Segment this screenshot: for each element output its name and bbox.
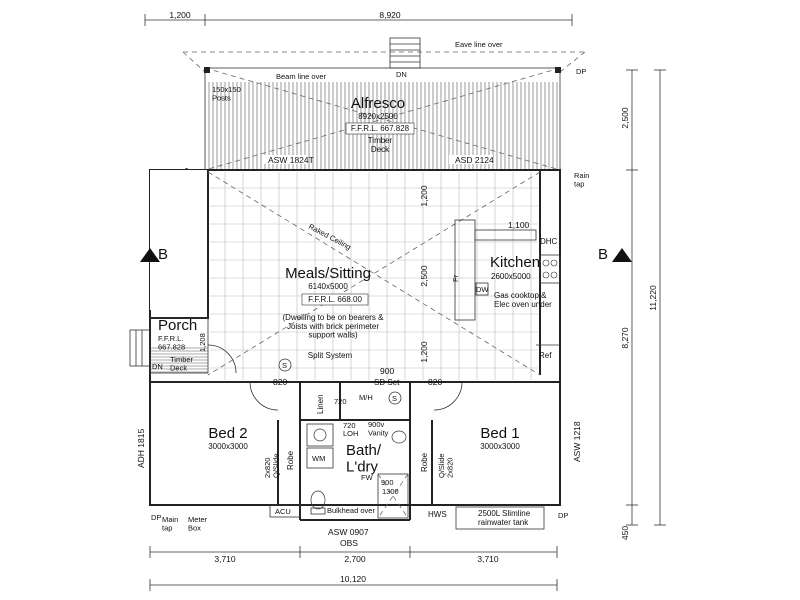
bedroom-1: Bed 1 3000x3000 Robe Q/Slide2x820 820 AS… — [420, 377, 582, 530]
alfresco-deck: Eave line over Beam line over DN DP DP R… — [182, 37, 589, 188]
raked-ceiling-label: Raked Ceiling — [307, 222, 352, 252]
dim-bath-720: 720 — [343, 421, 356, 430]
window-asw-0907: ASW 0907 — [328, 527, 369, 537]
window-asw-1218: ASW 1218 — [572, 421, 582, 462]
dim-bath-900: 900 — [381, 478, 394, 487]
section-arrow-left-icon — [140, 248, 160, 262]
porch-down-label: DN — [152, 362, 163, 371]
dim-bottom-total: 10,120 — [340, 574, 366, 584]
dim-bottom-left: 3,710 — [214, 554, 236, 564]
dim-top-right: 8,920 — [379, 10, 401, 20]
dwelling-note: (Dwelling to be on bearers &Joists with … — [283, 313, 385, 340]
downpipe-bottom-left: DP — [151, 513, 161, 522]
dim-top-left: 1,200 — [169, 10, 191, 20]
dhc-label: DHC — [540, 237, 558, 246]
laundry-tub-label: LOH — [343, 429, 358, 438]
dimension-lines: 1,200 8,920 2,500 8,270 11,220 450 3,710… — [144, 10, 666, 591]
meals-title: Meals/Sitting — [285, 265, 371, 282]
dishwasher-label: DW — [476, 285, 489, 294]
alfresco-ffrl: F.F.R.L. 667.828 — [351, 124, 410, 133]
bed2-size: 3000x3000 — [208, 442, 248, 451]
robe-right-label: Robe — [420, 452, 429, 472]
section-right-label: B — [598, 246, 608, 263]
dim-door-820-right: 820 — [428, 377, 442, 387]
dim-right-mid: 8,270 — [620, 327, 630, 349]
linen-label: Linen — [316, 394, 325, 414]
floor-waste-label: FW — [361, 473, 374, 482]
split-system-label: Split System — [308, 351, 353, 360]
alfresco-size: 8920x2500 — [358, 112, 398, 121]
kitchen: 1,100 DHC Fr DW Kitchen 2600x5000 Gas co… — [451, 219, 561, 360]
dim-door-820-left: 820 — [273, 377, 287, 387]
dim-right-total: 11,220 — [648, 285, 658, 311]
dim-right-bottom: 450 — [620, 526, 630, 540]
sd-set-label: SD Set — [374, 378, 400, 387]
door-asd-2124: ASD 2124 — [455, 155, 494, 165]
kitchen-note: Gas cooktop &Elec oven under — [494, 291, 552, 309]
porch-title: Porch — [158, 317, 197, 334]
alfresco-title: Alfresco — [351, 95, 405, 112]
fridge-space-label: Fr — [451, 274, 460, 282]
bed1-size: 3000x3000 — [480, 442, 520, 451]
manhole-label: M/H — [359, 393, 373, 402]
downpipe-top-right: DP — [576, 67, 586, 76]
eave-line-label: Eave line over — [455, 40, 503, 49]
smoke-detector-1: S — [282, 361, 287, 370]
porch-ffrl: F.F.R.L.667.828 — [158, 334, 185, 351]
bed1-title: Bed 1 — [480, 425, 519, 442]
bed2-title: Bed 2 — [208, 425, 247, 442]
beam-line-label: Beam line over — [276, 72, 327, 81]
bulkhead-label: Bulkhead over — [327, 506, 375, 515]
dim-right-top: 2,500 — [620, 107, 630, 129]
kitchen-title: Kitchen — [490, 254, 540, 271]
section-markers: B B — [140, 246, 632, 263]
section-left-label: B — [158, 246, 168, 263]
obs-label: OBS — [340, 538, 358, 548]
meals-ffrl: F.F.R.L. 668.00 — [308, 295, 362, 304]
dim-meals-v1: 1,200 — [419, 185, 429, 207]
section-arrow-right-icon — [612, 248, 632, 262]
meals-size: 6140x5000 — [308, 282, 348, 291]
dim-porch: 1,208 — [198, 333, 207, 352]
smoke-detector-2: S — [392, 394, 397, 403]
window-asw-1824t: ASW 1824T — [268, 155, 314, 165]
dim-meals-v2: 2,500 — [419, 265, 429, 287]
dim-linen-720: 720 — [334, 397, 347, 406]
dim-meals-v3: 1,200 — [419, 341, 429, 363]
window-adh-1815: ADH 1815 — [136, 429, 146, 468]
bedroom-2: Bed 2 3000x3000 Robe 2x820Q/Slide 820 AD… — [136, 377, 301, 518]
meals-floor-grid — [210, 172, 538, 380]
dim-kitchen-width: 1,100 — [508, 220, 530, 230]
washing-machine-label: WM — [312, 454, 325, 463]
slide-right-label: Q/Slide2x820 — [437, 453, 454, 478]
bathroom-laundry: 900 SD Set S Linen 720 M/H 720 LOH WM 90… — [306, 366, 409, 548]
slide-left-label: 2x820Q/Slide — [263, 453, 280, 478]
kitchen-size: 2600x5000 — [491, 272, 531, 281]
acu-label: ACU — [275, 507, 291, 516]
dim-bottom-mid: 2,700 — [344, 554, 366, 564]
hws-label: HWS — [428, 510, 447, 519]
stair-down-label: DN — [396, 70, 407, 79]
fridge-label: Ref — [539, 351, 552, 360]
robe-left-label: Robe — [286, 450, 295, 470]
dim-bottom-right: 3,710 — [477, 554, 499, 564]
bath-title: Bath/L'dry — [346, 442, 382, 476]
dim-hall-900: 900 — [380, 366, 394, 376]
downpipe-bottom-right: DP — [558, 511, 568, 520]
